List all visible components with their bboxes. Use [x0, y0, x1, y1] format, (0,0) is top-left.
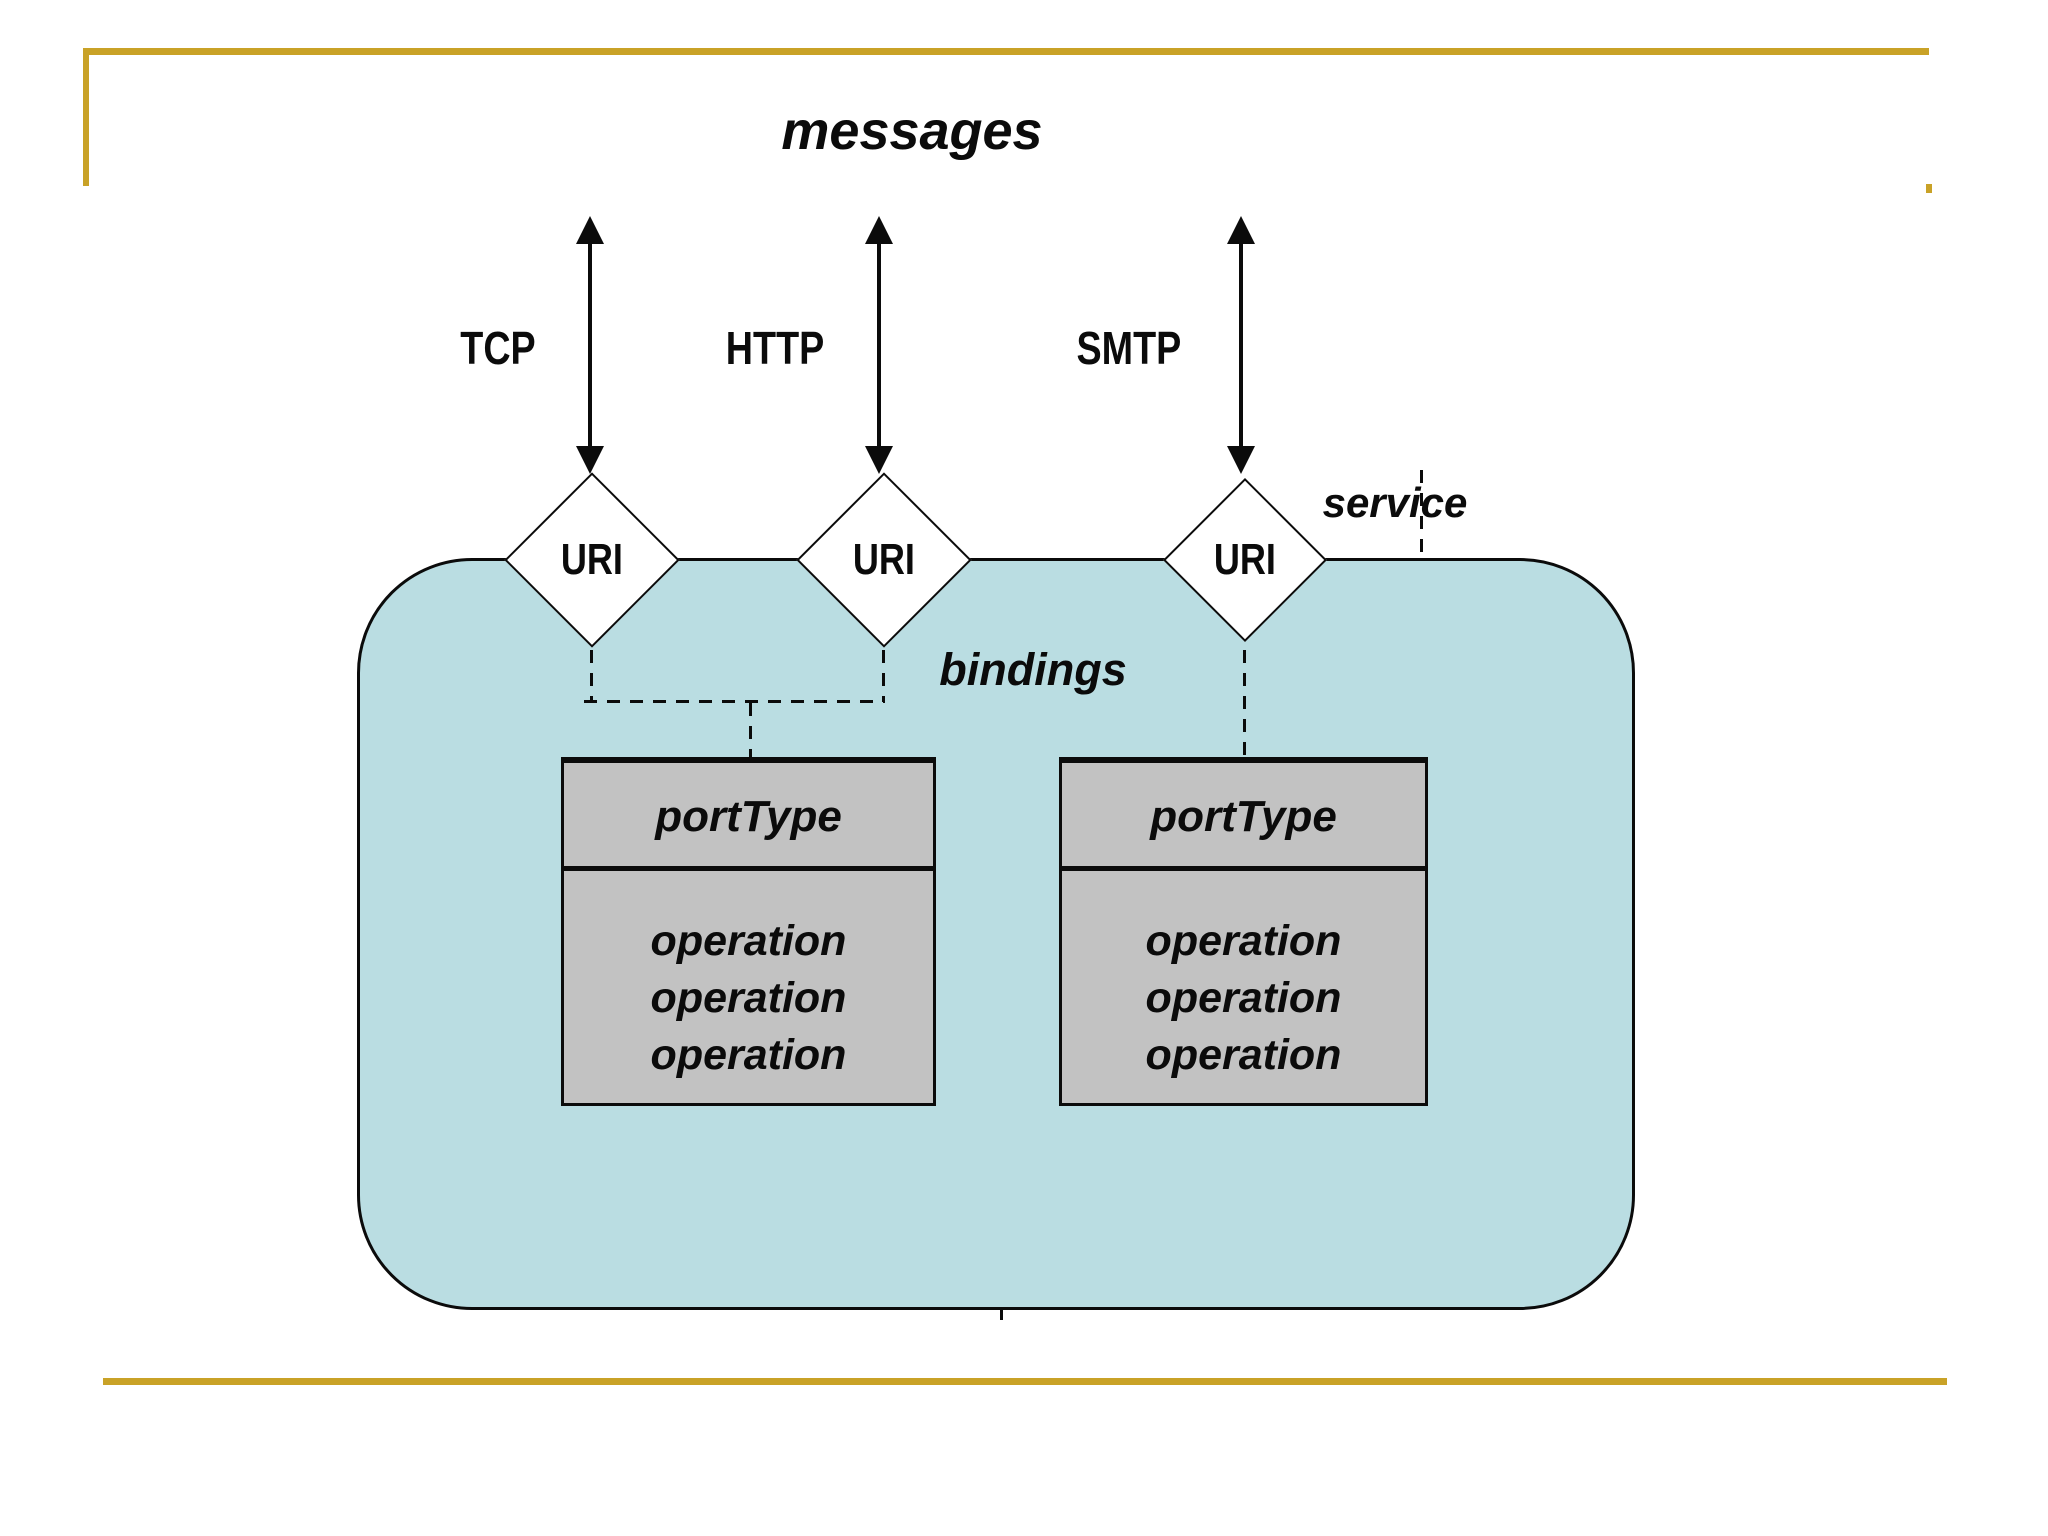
porttype-operations: operation operation operation [564, 871, 933, 1084]
protocol-label-text: TCP [460, 322, 536, 374]
top-accent-line [83, 48, 1929, 55]
protocol-label-http: HTTP [665, 322, 885, 374]
porttype-box-2: portType operation operation operation [1059, 757, 1428, 1106]
binding-line-to-porttype2 [1243, 650, 1246, 759]
binding-line-joiner [584, 700, 885, 703]
operation-item: operation [650, 974, 847, 1022]
operation-item: operation [650, 1031, 847, 1079]
right-accent-tick [1926, 184, 1932, 193]
diagram-title: messages [781, 101, 1043, 161]
bindings-label: bindings [939, 644, 1127, 695]
arrowhead-down-icon [1227, 446, 1255, 474]
bottom-accent-line [103, 1378, 1947, 1385]
uri-label-text: URI [852, 535, 916, 584]
arrowhead-up-icon [865, 216, 893, 244]
protocol-label-text: HTTP [725, 322, 825, 374]
uri-label-2: URI [804, 536, 964, 584]
arrowhead-down-icon [576, 446, 604, 474]
arrow-shaft [877, 240, 881, 450]
left-accent-line [83, 48, 89, 186]
protocol-label-tcp: TCP [388, 322, 608, 374]
service-label: service [1322, 479, 1468, 526]
bottom-center-tick [1000, 1310, 1003, 1320]
operation-item: operation [650, 917, 847, 965]
service-leader-line [1420, 470, 1423, 558]
binding-line-to-porttype1 [749, 703, 752, 759]
operation-item: operation [1145, 974, 1342, 1022]
porttype-header: portType [564, 763, 933, 871]
protocol-label-text: SMTP [1076, 322, 1182, 374]
porttype-operations: operation operation operation [1062, 871, 1425, 1084]
porttype-box-1: portType operation operation operation [561, 757, 936, 1106]
uri-label-3: URI [1165, 536, 1325, 584]
arrowhead-up-icon [576, 216, 604, 244]
uri-label-1: URI [512, 536, 672, 584]
message-arrow-http [865, 216, 893, 474]
arrowhead-down-icon [865, 446, 893, 474]
arrowhead-up-icon [1227, 216, 1255, 244]
binding-line-uri1 [590, 650, 593, 702]
message-arrow-tcp [576, 216, 604, 474]
operation-item: operation [1145, 1031, 1342, 1079]
porttype-header: portType [1062, 763, 1425, 871]
message-arrow-smtp [1227, 216, 1255, 474]
uri-label-text: URI [1213, 535, 1277, 584]
operation-item: operation [1145, 917, 1342, 965]
arrow-shaft [1239, 240, 1243, 450]
uri-label-text: URI [560, 535, 624, 584]
arrow-shaft [588, 240, 592, 450]
protocol-label-smtp: SMTP [1019, 322, 1239, 374]
binding-line-uri2 [882, 650, 885, 702]
